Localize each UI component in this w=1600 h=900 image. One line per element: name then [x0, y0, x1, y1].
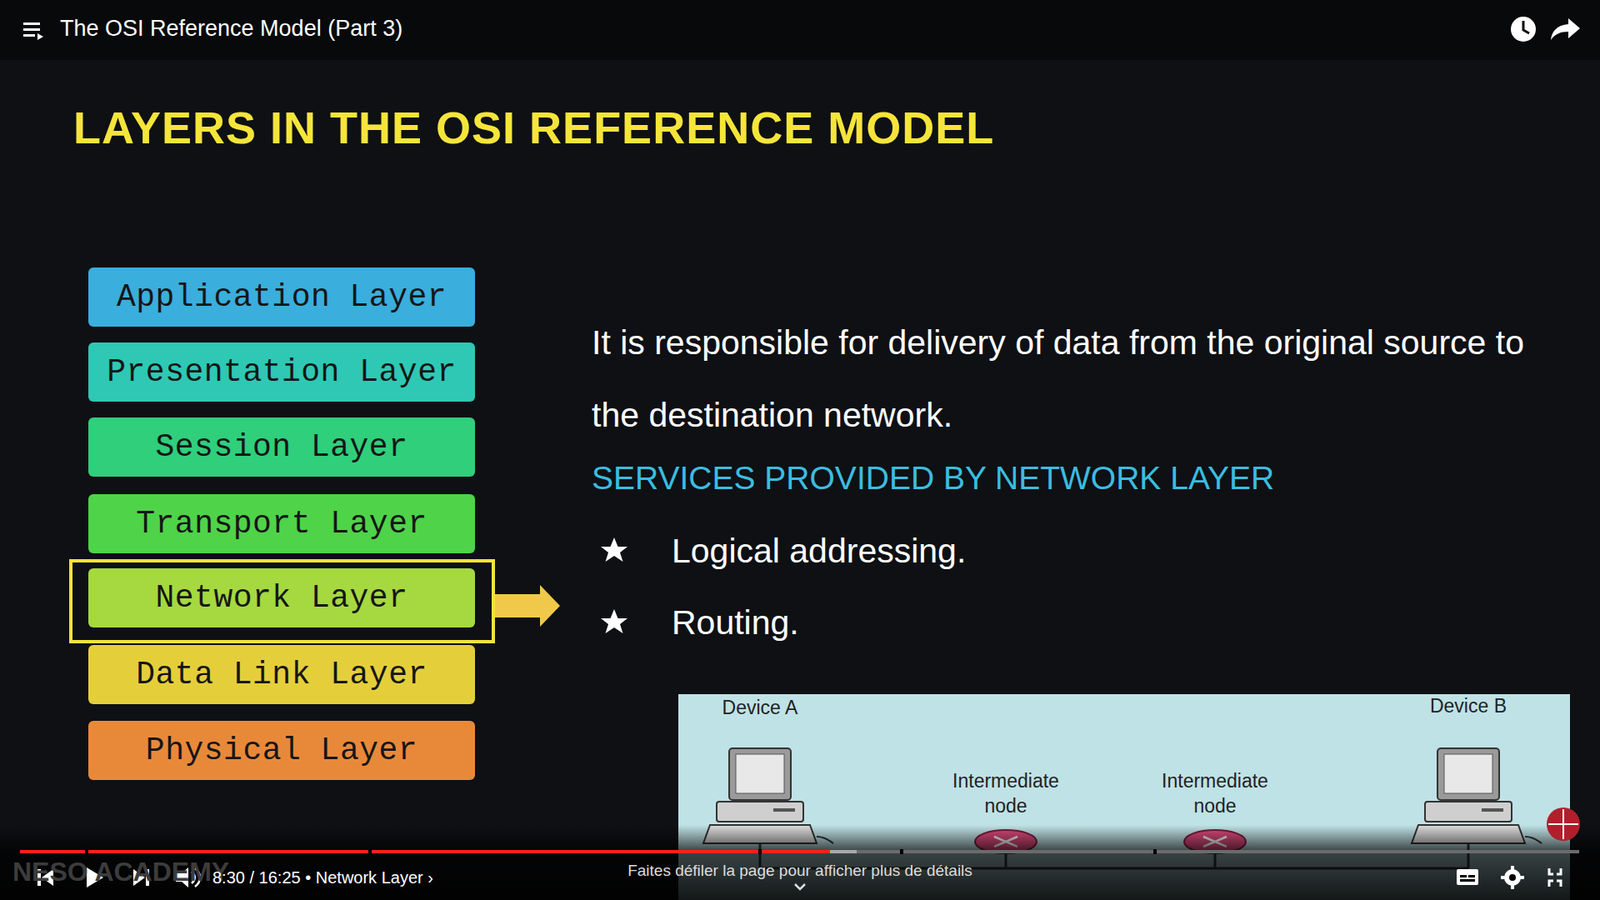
top-bar [0, 0, 1600, 60]
layer-box: Session Layer [88, 417, 475, 477]
section-heading: SERVICES PROVIDED BY NETWORK LAYER [591, 457, 1275, 499]
layer-box: Transport Layer [88, 494, 475, 554]
player-title: The OSI Reference Model (Part 3) [60, 14, 403, 43]
layer-name: Network Layer [155, 580, 409, 616]
layer-name: Transport Layer [135, 505, 428, 542]
node-label: Intermediate node [1148, 768, 1282, 819]
layer-box: Data Link Layer [88, 645, 475, 705]
slide-heading: LAYERS IN THE OSI REFERENCE MODEL [73, 101, 1407, 154]
device-label: Device A [714, 695, 806, 720]
player-settings [1456, 865, 1561, 890]
bullet-item: Routing. [671, 601, 800, 645]
progress-bar [20, 849, 1580, 855]
layer-box: Presentation Layer [88, 342, 475, 402]
layer-box: Application Layer [88, 267, 475, 327]
layer-box: Physical Layer [88, 720, 475, 780]
node-label: Intermediate node [939, 768, 1073, 819]
description-text: It is responsible for delivery of data f… [591, 306, 1550, 452]
watermark: NESO ACADEMY [12, 855, 230, 889]
scroll-chevron [795, 884, 805, 890]
share-icon [1550, 18, 1580, 40]
playlist-icon [23, 22, 44, 40]
bullet-item: Logical addressing. [671, 530, 966, 573]
layer-name: Application Layer [116, 279, 447, 315]
layer-name: Presentation Layer [106, 354, 456, 390]
pointer-arrow [495, 585, 560, 627]
bullet-star [600, 537, 628, 634]
time-display: 8:30 / 16:25 • Network Layer › [212, 867, 434, 889]
layer-box: Network Layer [88, 568, 475, 628]
layer-name: Data Link Layer [135, 656, 428, 693]
layer-name: Physical Layer [145, 732, 418, 769]
channel-logo [1546, 807, 1580, 841]
controls-shade [0, 825, 1600, 900]
highlight-frame [70, 560, 494, 642]
scroll-hint: Faites défiler la page pour afficher plu… [508, 860, 1092, 881]
layer-name: Session Layer [155, 429, 409, 465]
device-label: Device B [1422, 693, 1515, 719]
watch-later-icon [1510, 16, 1536, 42]
